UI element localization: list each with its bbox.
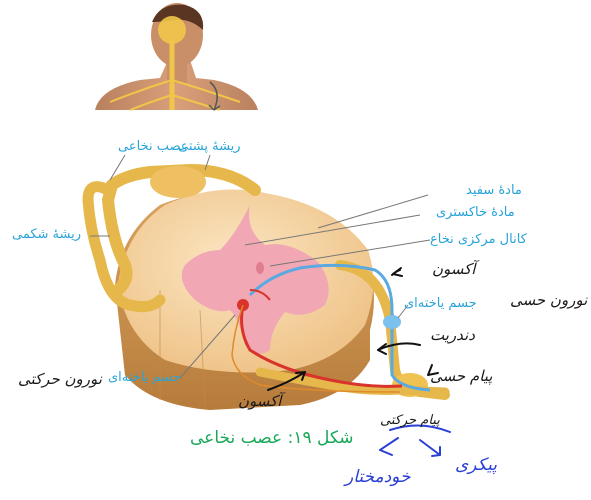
note-somatic: پیکری xyxy=(455,455,497,475)
note-receptor: پیام حسی xyxy=(430,367,492,385)
note-axon-bottom: آکسون xyxy=(238,392,281,410)
note-motor-message: پیام حرکتی xyxy=(380,413,440,428)
note-motor-neuron: نورون حرکتی xyxy=(18,370,102,388)
handwritten-blue-arrows xyxy=(380,425,450,456)
human-figure xyxy=(95,3,258,110)
note-dendrite: دندریت xyxy=(430,326,475,344)
label-gray-matter: مادهٔ خاکستری xyxy=(436,205,515,220)
label-cell-body-right: جسم یاخته‌ای xyxy=(404,296,477,311)
label-ventral-root: ریشهٔ شکمی xyxy=(12,227,81,242)
label-central-canal: کانال مرکزی نخاع xyxy=(430,232,527,247)
label-white-matter: مادهٔ سفید xyxy=(466,183,522,198)
note-sensory-neuron: نورون حسی xyxy=(510,291,587,309)
note-axon-top: آکسون xyxy=(432,260,475,278)
label-dorsal-root: ریشهٔ پشتی xyxy=(178,139,241,154)
label-cell-body-left: جسم یاخته‌ای xyxy=(108,370,181,385)
note-autonomic: خودمختار xyxy=(345,467,410,487)
figure-caption: شکل ۱۹: عصب نخاعی xyxy=(190,428,354,448)
